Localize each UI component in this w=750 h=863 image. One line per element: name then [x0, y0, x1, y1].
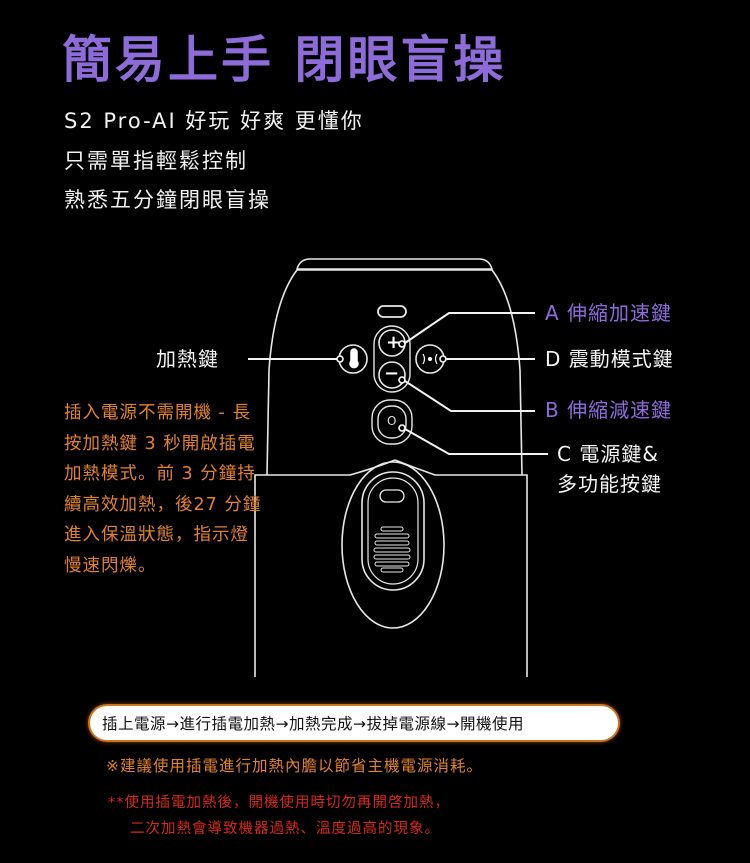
label-d-vibration: D 震動模式鍵 [545, 347, 674, 371]
label-c-multifunction: 多功能按鍵 [557, 472, 662, 496]
warning-line-1: **使用插電加熱後，開機使用時切勿再開啓加熱， [108, 795, 450, 811]
minus-button-outline [378, 361, 406, 389]
label-b-speed-down: B 伸縮減速鍵 [545, 398, 673, 422]
subtitle-line-3: 熟悉五分鐘閉眼盲操 [64, 188, 271, 212]
label-a-speed-up: A 伸縮加速鍵 [545, 301, 673, 325]
usage-flow-banner: 插上電源→進行插電加熱→加熱完成→拔掉電源線→開機使用 [90, 706, 618, 740]
subtitle-line-2: 只需單指輕鬆控制 [64, 149, 248, 173]
power-icon[interactable]: O [387, 414, 397, 428]
subtitle-line-1: S2 Pro-AI 好玩 好爽 更懂你 [64, 109, 364, 133]
label-c-power: C 電源鍵& [557, 442, 659, 466]
tip-note: ※建議使用插電進行加熱內膽以節省主機電源消耗。 [106, 757, 483, 775]
warning-note: **使用插電加熱後，開機使用時切勿再開啓加熱， 二次加熱會導致機器過熱、溫度過高… [108, 790, 450, 842]
page-title: 簡易上手 閉眼盲操 [62, 31, 507, 89]
usage-flow-text: 插上電源→進行插電加熱→加熱完成→拔掉電源線→開機使用 [102, 715, 524, 733]
heat-key-description: 插入電源不需開機 - 長按加熱鍵 3 秒開啟插電加熱模式。前 3 分鐘持續高效加… [64, 403, 262, 576]
heat-key-label: 加熱鍵 [156, 347, 219, 371]
warning-line-2: 二次加熱會導致機器過熱、溫度過高的現象。 [130, 821, 440, 837]
minus-icon[interactable]: − [384, 363, 400, 384]
plus-icon[interactable]: + [386, 332, 402, 353]
